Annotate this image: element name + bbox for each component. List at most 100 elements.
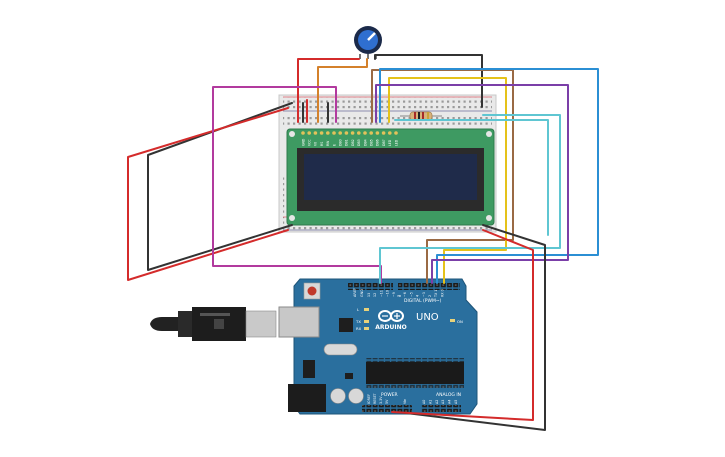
v5-label: 5V xyxy=(385,399,389,404)
analog-header[interactable] xyxy=(421,405,461,412)
reset-label: RESET xyxy=(373,392,377,404)
lcd-pin-label: DB4 xyxy=(363,139,367,146)
v33-label: 3.3V xyxy=(379,396,383,404)
lcd-pin-label: LED xyxy=(388,139,392,146)
wire-purple[interactable] xyxy=(375,84,569,284)
lcd-pin[interactable] xyxy=(344,131,349,135)
lcd-pin[interactable] xyxy=(394,131,398,135)
led-tx xyxy=(364,320,369,323)
lcd-pin[interactable] xyxy=(313,131,318,135)
power-header[interactable] xyxy=(362,405,412,412)
digital-pin-label: 13 xyxy=(367,293,371,297)
digital-pin-label: TX 1 xyxy=(434,290,438,298)
wire-cyan-short[interactable] xyxy=(394,119,549,236)
lcd-mount-hole xyxy=(486,215,492,221)
aref-label: AREF xyxy=(353,288,357,297)
l-label: L xyxy=(357,307,360,312)
lcd-pin-label: GND xyxy=(301,138,305,146)
digital-pin-label: ~5 xyxy=(409,292,413,297)
wire-arduino-5v[interactable] xyxy=(391,229,534,421)
digital-pin-label: RX 0 xyxy=(440,289,444,297)
lcd-pin[interactable] xyxy=(301,131,305,135)
potentiometer[interactable] xyxy=(354,26,382,59)
analog-pin-label: A4 xyxy=(448,400,452,404)
lcd-pin[interactable] xyxy=(375,131,380,135)
lcd-mount-hole xyxy=(486,131,492,137)
usb-chip xyxy=(339,318,353,332)
lcd-pin[interactable] xyxy=(357,131,361,135)
digital-pin-label: ~3 xyxy=(422,292,426,297)
arduino-uno-board[interactable]: ARDUINO UNO DIGITAL (PWM~) ANALOG IN POW… xyxy=(278,278,478,415)
wire-pot-vcc[interactable] xyxy=(297,58,360,123)
wire-cyan[interactable] xyxy=(379,114,561,284)
lcd-pin-label: DB3 xyxy=(357,139,361,146)
lcd-mount-hole xyxy=(289,215,295,221)
lcd-pin[interactable] xyxy=(338,131,343,135)
lcd-pin[interactable] xyxy=(326,131,330,135)
lcd-pin-label: DB0 xyxy=(339,139,343,146)
lcd-pin[interactable] xyxy=(307,131,312,135)
digital-pin-label: ~9 xyxy=(392,292,396,297)
capacitor xyxy=(330,388,346,404)
led-l xyxy=(364,308,369,311)
lcd-pin[interactable] xyxy=(332,131,336,135)
analog-pin-label: A5 xyxy=(454,400,458,404)
potentiometer-knob-indicator xyxy=(367,32,376,41)
digital-pin-label: ~10 xyxy=(386,290,390,297)
wire-pot-wiper[interactable] xyxy=(317,58,368,123)
digital-pin-label: 12 xyxy=(373,293,377,297)
rx-label: RX xyxy=(356,326,362,331)
power-section-label: POWER xyxy=(381,392,398,398)
tx-label: TX xyxy=(355,319,361,324)
lcd-pin[interactable] xyxy=(369,131,374,135)
analog-pin-label: A3 xyxy=(441,400,445,404)
lcd-pin-label: V0 xyxy=(314,142,318,146)
led-rx xyxy=(364,327,369,330)
lcd-screen xyxy=(304,154,477,200)
lcd-pin-label: DB5 xyxy=(370,139,374,146)
lcd-pin-label: DB2 xyxy=(351,139,355,146)
analog-pin-label: A2 xyxy=(435,400,439,404)
digital-pin-label: 7 xyxy=(397,295,401,297)
digital-pin-label: ~6 xyxy=(403,292,407,297)
analog-pin-label: A1 xyxy=(428,400,432,404)
lcd-pin-label: DB6 xyxy=(376,139,380,146)
atmega-chip xyxy=(366,362,464,384)
lcd-pin-label: DB7 xyxy=(382,139,386,146)
digital-pin-label: 2 xyxy=(428,295,432,297)
digital-pin-label: ~11 xyxy=(379,290,383,297)
ioref-label: IOREF xyxy=(367,394,371,404)
arduino-model-text: UNO xyxy=(416,312,439,323)
lcd-pin-label: LED xyxy=(394,139,398,146)
wire-rail-vcc-loop[interactable] xyxy=(127,107,289,281)
gnd-label: GND xyxy=(360,289,364,297)
lcd-pin[interactable] xyxy=(363,131,367,135)
lcd-pin[interactable] xyxy=(350,131,355,135)
digital-pin-label: 4 xyxy=(416,295,420,297)
analog-pin-label: A0 xyxy=(422,400,426,404)
lcd-pin-label: RS xyxy=(320,142,324,146)
power-jack xyxy=(288,384,326,412)
resistor-icon[interactable] xyxy=(400,111,442,121)
digital-header-upper[interactable] xyxy=(348,283,393,290)
capacitor xyxy=(348,388,364,404)
top-power-rail[interactable] xyxy=(283,97,492,111)
lcd-pin[interactable] xyxy=(388,131,392,135)
wire-arduino-gnd[interactable] xyxy=(397,224,546,431)
lcd-pin-label: RW xyxy=(326,140,330,146)
smd-chip xyxy=(345,373,353,379)
vin-label: Vin xyxy=(403,399,407,404)
lcd-pin-label: DB1 xyxy=(345,139,349,146)
digital-section-label: DIGITAL (PWM~) xyxy=(404,298,442,304)
usb-cable-icon xyxy=(150,307,277,341)
usb-port xyxy=(278,306,320,338)
lcd-pin-label: E xyxy=(332,144,336,146)
digital-header-lower[interactable] xyxy=(398,283,460,290)
lcd-pin[interactable] xyxy=(319,131,324,135)
lcd-pin[interactable] xyxy=(381,131,386,135)
reset-button-icon[interactable] xyxy=(303,282,321,300)
wire-pot-gnd[interactable] xyxy=(374,54,483,108)
